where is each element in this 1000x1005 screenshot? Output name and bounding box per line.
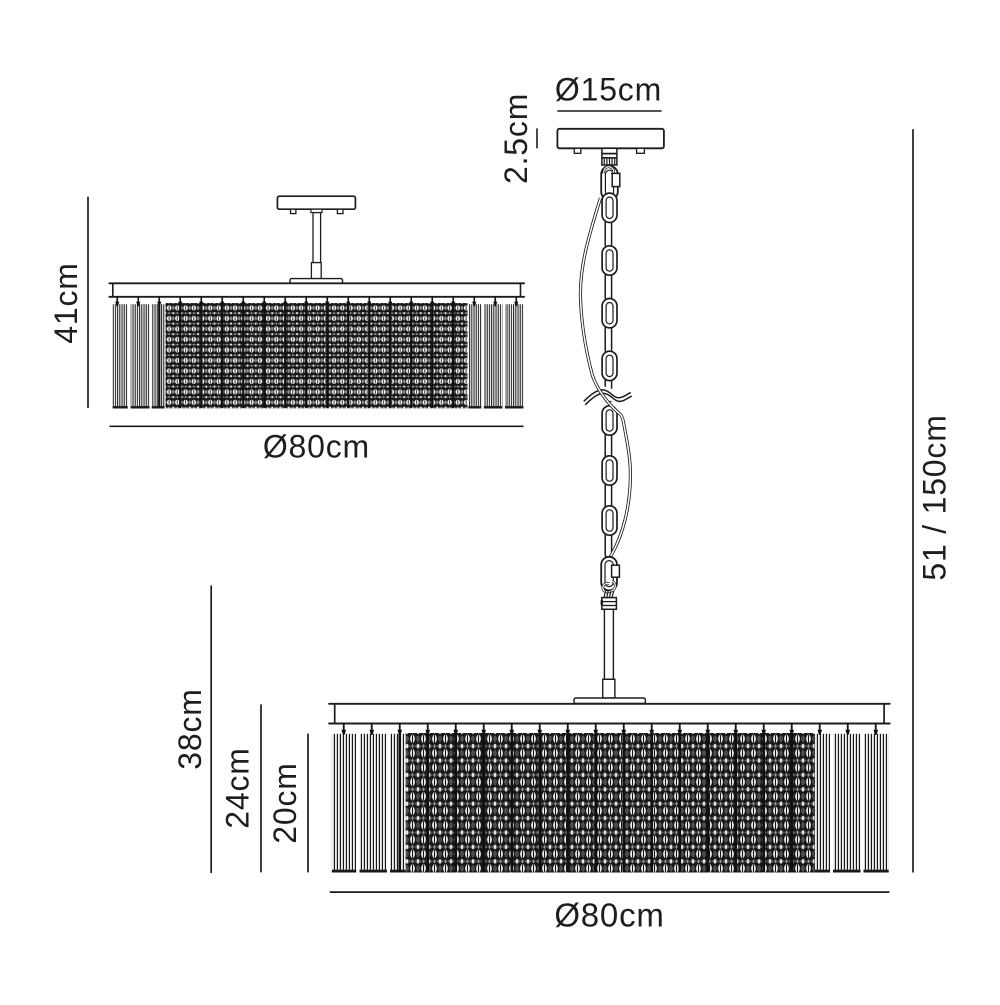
svg-text:Ø15cm: Ø15cm (555, 72, 662, 108)
svg-text:Ø80cm: Ø80cm (263, 429, 370, 465)
svg-text:2.5cm: 2.5cm (498, 93, 534, 184)
svg-text:20cm: 20cm (267, 762, 303, 843)
svg-text:38cm: 38cm (172, 688, 208, 769)
svg-text:41cm: 41cm (48, 262, 84, 343)
svg-text:24cm: 24cm (220, 747, 256, 828)
svg-text:51 / 150cm: 51 / 150cm (917, 414, 953, 580)
svg-text:Ø80cm: Ø80cm (554, 897, 664, 934)
